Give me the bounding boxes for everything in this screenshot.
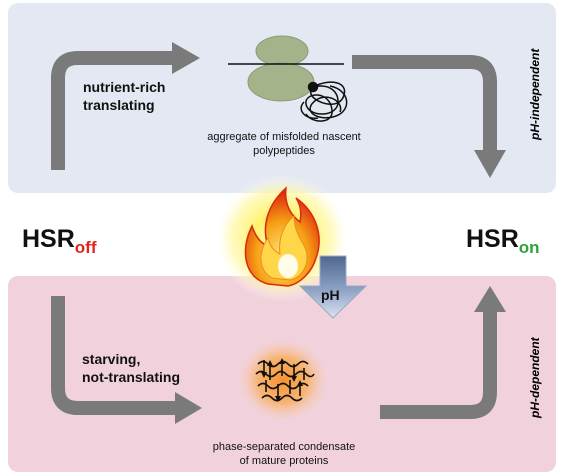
bottom-caption-line1: phase-separated condensate	[212, 441, 356, 453]
bottom-state-line2: not-translating	[82, 369, 180, 385]
hsr-on-main: HSR	[466, 225, 519, 253]
top-state-line1: nutrient-rich	[83, 79, 166, 95]
top-caption: aggregate of misfolded nascent polypepti…	[198, 130, 370, 158]
top-caption-line2: polypeptides	[253, 145, 315, 157]
hsr-on-label: HSRon	[466, 225, 540, 258]
ph-down-arrow-icon	[298, 255, 368, 319]
condensate-icon	[237, 338, 329, 422]
top-left-arrow	[51, 42, 200, 170]
hsr-off-label: HSRoff	[22, 225, 97, 258]
bottom-right-arrow	[380, 286, 506, 419]
hsr-off-sub: off	[74, 238, 97, 257]
hsr-on-sub: on	[518, 238, 540, 257]
bottom-state-label: starving, not-translating	[82, 350, 180, 386]
top-state-line2: translating	[83, 97, 155, 113]
top-side-label: pH-independent	[528, 48, 542, 140]
bottom-side-label: pH-dependent	[528, 337, 542, 418]
bottom-state-line1: starving,	[82, 351, 141, 367]
bottom-caption: phase-separated condensate of mature pro…	[198, 440, 370, 468]
top-right-arrow	[352, 55, 506, 178]
aggregate-icon	[300, 81, 348, 122]
hsr-off-main: HSR	[22, 225, 75, 253]
ribosome-icon	[228, 35, 344, 102]
top-state-label: nutrient-rich translating	[83, 78, 165, 114]
ph-label: pH	[321, 287, 340, 303]
flame-icon	[214, 174, 350, 302]
bottom-left-arrow	[51, 296, 202, 424]
top-caption-line1: aggregate of misfolded nascent	[207, 131, 361, 143]
bottom-caption-line2: of mature proteins	[239, 455, 329, 467]
